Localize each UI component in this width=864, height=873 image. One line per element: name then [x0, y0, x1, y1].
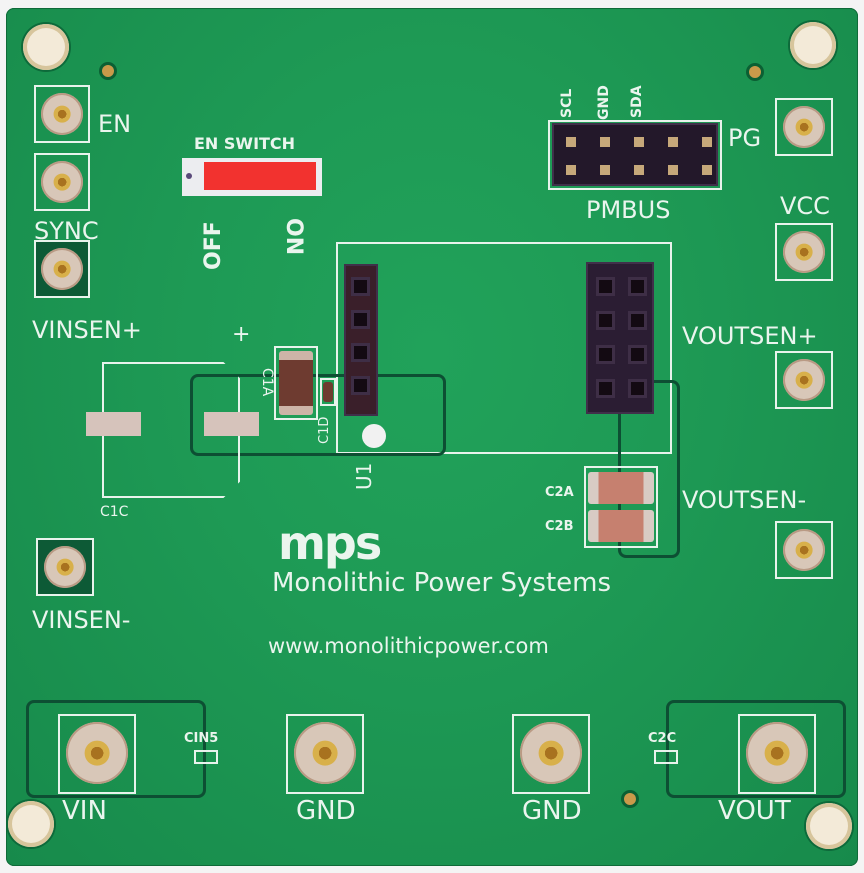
vout-trace [666, 700, 846, 798]
u1-double-header[interactable] [586, 262, 654, 414]
pg-label: PG [728, 124, 762, 152]
terminal-vin-label: VIN [62, 796, 107, 826]
c1a-outline [274, 346, 318, 420]
terminal-post-icon [66, 722, 128, 784]
test-point-pin-icon [41, 93, 83, 135]
pmbus-pin-scl: SCL [559, 88, 575, 118]
mounting-hole-bottom-right [806, 803, 852, 849]
en-switch[interactable] [182, 158, 322, 196]
en-switch-title: EN SWITCH [194, 134, 296, 153]
mounting-hole-top-right [790, 22, 836, 68]
test-point-pin-icon [44, 546, 86, 588]
test-point-pg[interactable] [775, 98, 833, 156]
cin5-outline [194, 750, 218, 764]
c2a-label: C2A [545, 485, 574, 500]
c2a-capacitor [588, 472, 654, 504]
test-point-pin-icon [783, 359, 825, 401]
u1-trace [190, 374, 446, 456]
website-url: www.monolithicpower.com [268, 634, 549, 658]
vinsen-plus-label: VINSEN+ [32, 316, 142, 344]
switch-on-label: ON [281, 218, 306, 256]
test-point-vinsen-minus[interactable] [36, 538, 94, 596]
vinsen-minus-label: VINSEN- [32, 606, 131, 634]
c1a-capacitor [279, 351, 313, 415]
pcb-board: EN SYNC VINSEN+ EN SWITCH OFF ON SCL GND… [6, 8, 858, 866]
terminal-vin[interactable] [58, 714, 136, 794]
via-top-left [102, 65, 114, 77]
pmbus-header[interactable] [552, 123, 718, 186]
polarity-plus-label: + [232, 322, 251, 347]
voutsen-minus-label: VOUTSEN- [682, 486, 807, 514]
c1c-pad-left [86, 412, 141, 436]
c2-outline [584, 466, 658, 548]
test-point-voutsen-minus[interactable] [775, 521, 833, 579]
pmbus-outline [548, 120, 722, 190]
terminal-gnd-2[interactable] [512, 714, 590, 794]
pmbus-label: PMBUS [586, 196, 671, 224]
en-switch-knob[interactable] [204, 162, 316, 190]
test-point-voutsen-plus[interactable] [775, 351, 833, 409]
pmbus-pin-gnd: GND [596, 85, 612, 120]
test-point-pin-icon [41, 248, 83, 290]
company-name: Monolithic Power Systems [272, 568, 612, 598]
voutsen-plus-label: VOUTSEN+ [682, 322, 818, 350]
terminal-post-icon [520, 722, 582, 784]
pin1-marker [362, 424, 386, 448]
mounting-hole-bottom-left [8, 801, 54, 847]
terminal-gnd-1[interactable] [286, 714, 364, 794]
c1d-capacitor [323, 382, 333, 402]
test-point-vinsen-plus[interactable] [34, 240, 90, 298]
terminal-gnd-2-label: GND [522, 796, 582, 826]
c1a-label: C1A [259, 368, 275, 397]
terminal-gnd-1-label: GND [296, 796, 356, 826]
vcc-label: VCC [780, 192, 830, 220]
vin-trace [26, 700, 206, 798]
u1-outline [336, 242, 672, 454]
pmbus-pin-sda: SDA [629, 85, 645, 118]
mounting-hole-top-left [23, 24, 69, 70]
test-point-sync[interactable] [34, 153, 90, 211]
terminal-vout-label: VOUT [718, 796, 791, 826]
test-point-vcc[interactable] [775, 223, 833, 281]
c1d-outline [320, 378, 336, 406]
via-top-right [749, 66, 761, 78]
u1-single-header[interactable] [344, 264, 378, 416]
terminal-post-icon [294, 722, 356, 784]
c2c-outline [654, 750, 678, 764]
sync-label: SYNC [34, 217, 99, 245]
via-bottom [624, 793, 636, 805]
cin5-label: CIN5 [184, 731, 219, 746]
c2b-capacitor [588, 510, 654, 542]
test-point-pin-icon [41, 161, 83, 203]
c1c-label: C1C [100, 504, 129, 520]
c1d-label: C1D [317, 416, 332, 444]
test-point-pin-icon [783, 106, 825, 148]
u1-label: U1 [352, 462, 376, 490]
test-point-en[interactable] [34, 85, 90, 143]
en-label: EN [98, 110, 132, 138]
switch-off-label: OFF [201, 221, 226, 270]
terminal-post-icon [746, 722, 808, 784]
c1c-pad-right [204, 412, 259, 436]
mps-logo: mps [278, 516, 382, 570]
c2c-label: C2C [648, 731, 677, 746]
terminal-vout[interactable] [738, 714, 816, 794]
test-point-pin-icon [783, 231, 825, 273]
test-point-pin-icon [783, 529, 825, 571]
c2b-label: C2B [545, 519, 574, 534]
